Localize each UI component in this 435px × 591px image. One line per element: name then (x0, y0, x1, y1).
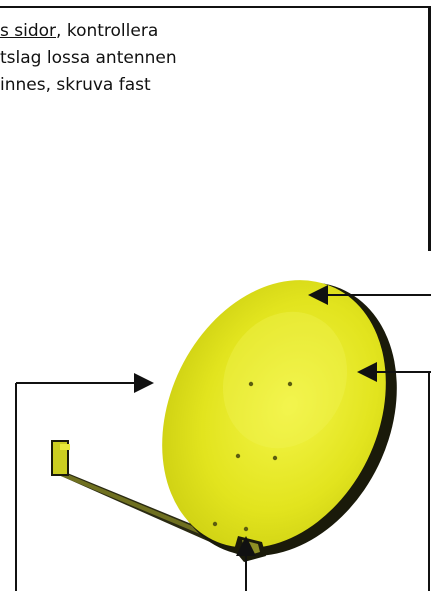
satellite-dish-diagram (0, 0, 435, 591)
manual-page: s sidor, kontrollera tslag lossa antenne… (0, 0, 435, 591)
